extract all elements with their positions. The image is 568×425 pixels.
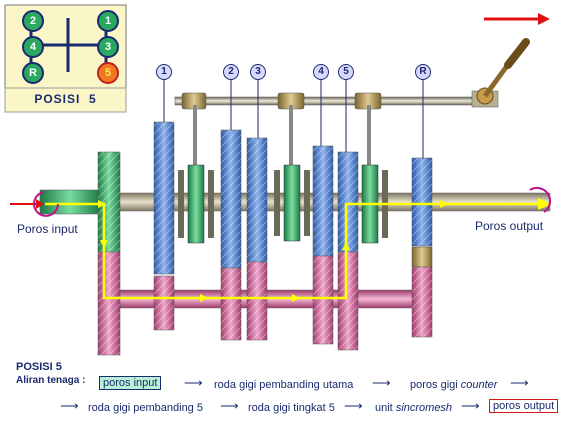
synchro-3-4: [274, 164, 310, 242]
shift-knob-1: 1: [97, 10, 119, 32]
flow-arrow-icon: ⟶: [372, 375, 391, 390]
shift-knob-r: R: [22, 62, 44, 84]
input-shaft-label: Poros input: [17, 222, 78, 236]
gear-label-4: 4: [313, 64, 329, 80]
output-shaft-label: Poros output: [475, 219, 544, 233]
gear-5: [337, 151, 359, 351]
gear-1: [153, 121, 175, 331]
shift-lever: [471, 38, 530, 108]
gear-label-3: 3: [250, 64, 266, 80]
flow-arrow-icon: ⟶: [510, 375, 529, 390]
flow-arrow-icon: ⟶: [184, 375, 203, 390]
flow-arrow-icon: ⟶: [461, 398, 480, 413]
gear-label-2: 2: [223, 64, 239, 80]
synchro-1-2: [178, 164, 214, 244]
input-arrow-icon: [10, 199, 44, 209]
gear-3: [246, 137, 268, 341]
gear-label-r: R: [415, 64, 431, 80]
flow-step-counter-gear-5: roda gigi pembanding 5: [88, 402, 203, 414]
power-flow-path: [45, 202, 540, 300]
shift-panel-title: POSISI 5: [34, 92, 97, 106]
flow-label: Aliran tenaga :: [16, 375, 86, 386]
main-drive-gear: [97, 151, 121, 356]
flow-step-counter-shaft: poros gigi counter: [410, 379, 497, 391]
shift-knob-4: 4: [22, 36, 44, 58]
flow-step-counter-word: counter: [460, 379, 498, 391]
flow-step-gear-5: roda gigi tingkat 5: [248, 402, 335, 414]
flow-step-output-shaft: poros output: [489, 399, 559, 413]
flow-step-synchromesh: unit sincromesh: [375, 402, 452, 414]
gear-label-1: 1: [156, 64, 172, 80]
shift-knob-5-active: 5: [97, 62, 119, 84]
gear-2: [220, 129, 242, 341]
flow-arrowheads: [98, 198, 552, 302]
gear-label-pointers: [163, 80, 424, 158]
flow-step-input-shaft: poros input: [99, 376, 162, 390]
flow-arrow-icon: ⟶: [60, 398, 79, 413]
gear-4: [312, 145, 334, 345]
input-rotation-icon: [33, 191, 59, 217]
caption-title: POSISI 5: [16, 361, 62, 373]
gear-label-5: 5: [338, 64, 354, 80]
flow-step-counter-shaft-text: poros gigi: [410, 379, 458, 391]
shift-knob-2: 2: [22, 10, 44, 32]
flow-step-main-drive-gear: roda gigi pembanding utama: [214, 379, 354, 391]
gear-r: [411, 157, 433, 338]
direction-arrow-icon: [484, 13, 550, 25]
shift-knob-3: 3: [97, 36, 119, 58]
flow-step-sincromesh-word: sincromesh: [395, 402, 453, 414]
flow-arrow-icon: ⟶: [220, 398, 239, 413]
flow-step-unit-text: unit: [375, 402, 393, 414]
output-rotation-icon: [529, 187, 551, 213]
flow-arrow-icon: ⟶: [344, 398, 363, 413]
